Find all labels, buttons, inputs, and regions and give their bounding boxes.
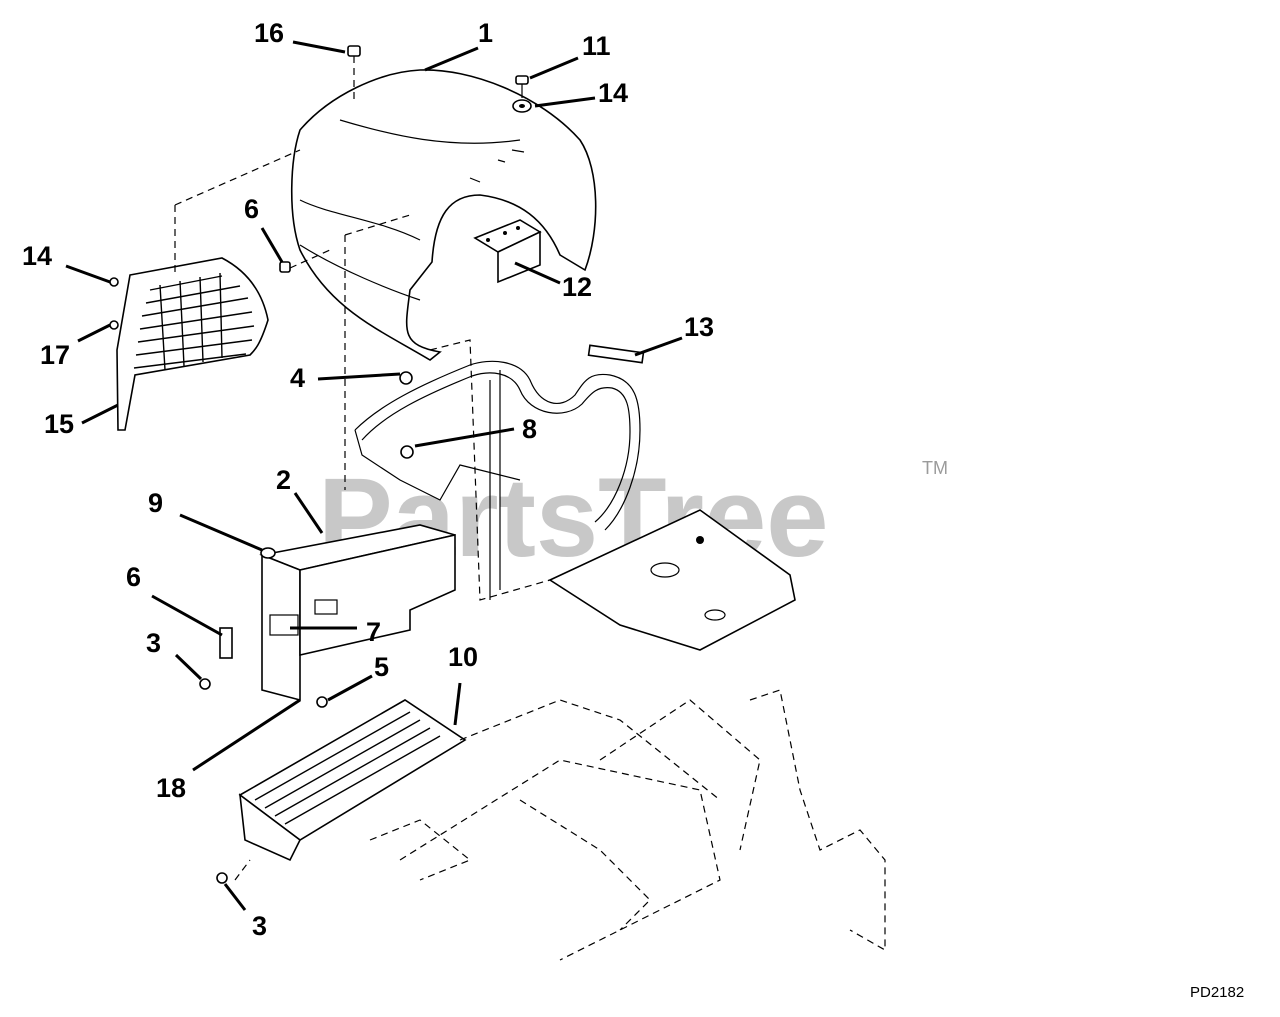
- callout-14: 14: [598, 78, 628, 108]
- hood-part: [290, 69, 597, 361]
- screw-3-upper: [199, 678, 211, 690]
- callout-11: 11: [582, 31, 611, 61]
- callout-3: 3: [146, 628, 161, 658]
- callout-6: 6: [126, 562, 141, 592]
- washer-14-left: [109, 277, 119, 287]
- bolt-16: [347, 45, 361, 100]
- callout-16: 16: [254, 18, 284, 48]
- clip-6: [219, 627, 233, 659]
- callout-10: 10: [448, 642, 478, 672]
- callout-13: 13: [684, 312, 714, 342]
- screw-6-top: [279, 249, 331, 273]
- washer-14-top: [512, 99, 532, 113]
- grille-screen-part: [116, 257, 269, 431]
- nut-8: [400, 445, 414, 459]
- callout-7: 7: [366, 617, 381, 647]
- callout-9: 9: [148, 488, 163, 518]
- callout-18: 18: [156, 773, 186, 803]
- callout-3: 3: [252, 911, 267, 941]
- callout-2: 2: [276, 465, 291, 495]
- frame-rail-part: [354, 344, 645, 600]
- dash-panel-part: [259, 524, 456, 702]
- screw-5: [316, 696, 328, 708]
- callout-12: 12: [562, 272, 592, 302]
- plug-9: [260, 547, 276, 559]
- drawing-code: PD2182: [1190, 984, 1244, 1001]
- leader-lines: [65, 40, 683, 911]
- callout-5: 5: [374, 652, 389, 682]
- strip-13: [587, 344, 645, 364]
- callout-15: 15: [44, 409, 74, 439]
- hood-bracket-part: [473, 219, 542, 284]
- bolt-11: [515, 75, 529, 98]
- screw-3-lower: [216, 872, 228, 884]
- callout-labels: 16 1 11 14 6 14 12 17 13 4 15 8 2 9 6 7 …: [22, 18, 714, 941]
- callout-17: 17: [40, 340, 70, 370]
- trademark-symbol: TM: [922, 458, 948, 478]
- footplate-part: [216, 699, 467, 884]
- callout-6: 6: [244, 194, 259, 224]
- callout-4: 4: [290, 363, 305, 393]
- chassis-frame: [369, 689, 886, 961]
- callout-8: 8: [522, 414, 537, 444]
- screw-17: [109, 320, 119, 330]
- floor-plate-part: [429, 339, 796, 651]
- screw-4: [399, 371, 413, 385]
- callout-14: 14: [22, 241, 52, 271]
- callout-1: 1: [478, 18, 493, 48]
